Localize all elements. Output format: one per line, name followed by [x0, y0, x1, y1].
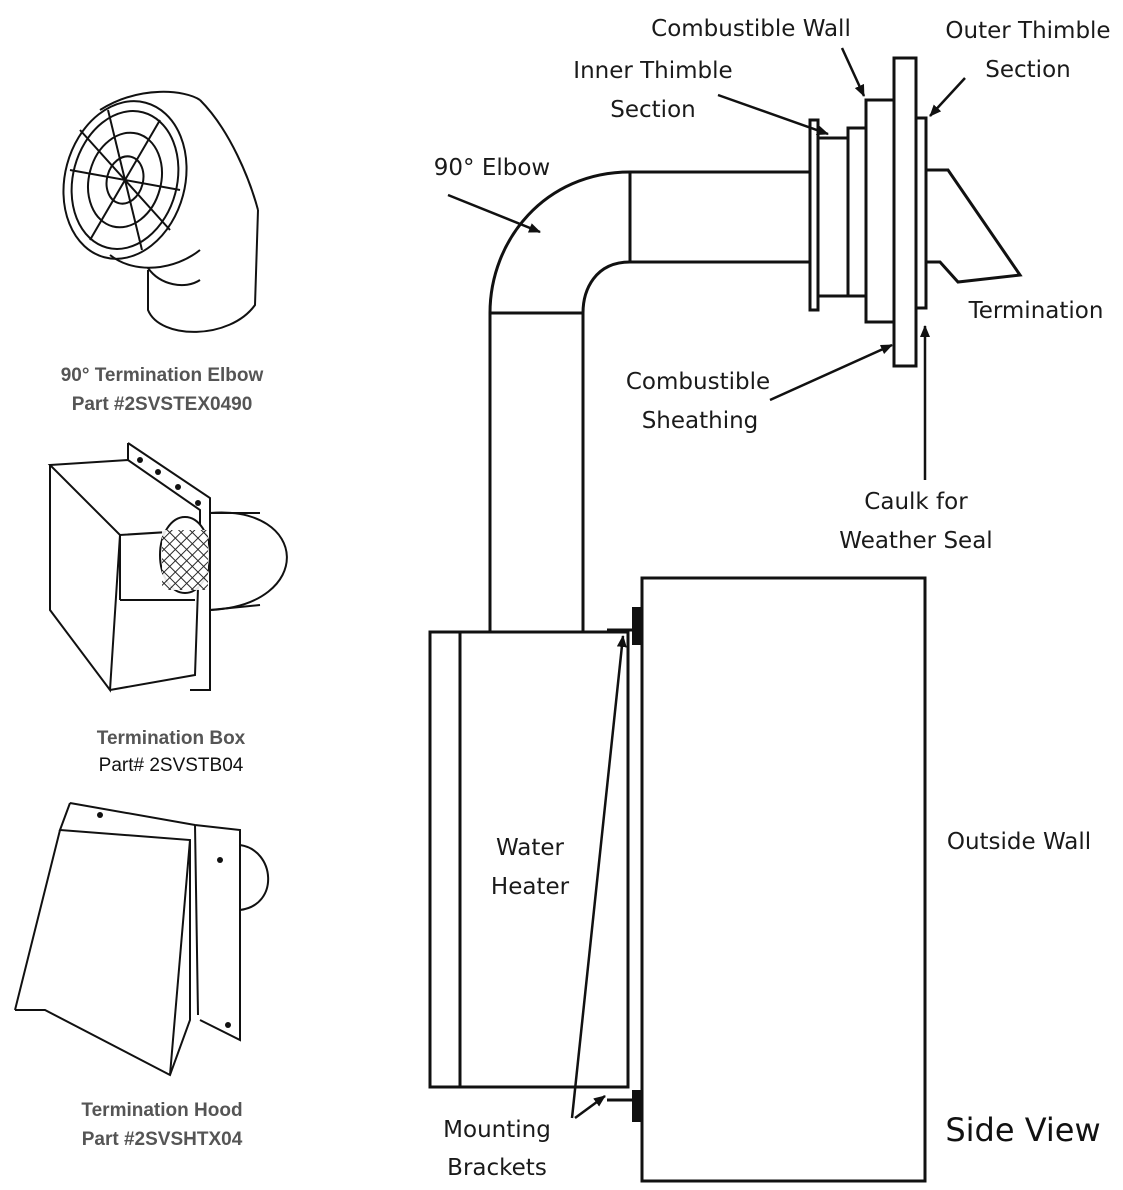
label-sheathing-line1: Combustible [626, 369, 770, 395]
label-water-heater-line2: Heater [491, 874, 570, 900]
label-caulk-line1: Caulk for [864, 489, 968, 515]
box-product-part: Part# 2SVSTB04 [99, 755, 244, 776]
label-outer-thimble-line2: Section [985, 57, 1070, 83]
box-product-name: Termination Box [97, 728, 246, 749]
label-brackets-line1: Mounting [443, 1117, 551, 1143]
label-outer-thimble-line1: Outer Thimble [945, 18, 1110, 44]
ninety-elbow [488, 170, 631, 314]
label-sheathing-line2: Sheathing [642, 408, 759, 434]
label-inner-thimble-line2: Section [610, 97, 695, 123]
termination-box-illustration [47, 442, 288, 693]
hood-product-part: Part #2SVSHTX04 [82, 1129, 243, 1150]
hood-product-name: Termination Hood [81, 1100, 242, 1121]
outside-wall [640, 576, 927, 1183]
inner-thimble-section [816, 136, 850, 298]
termination-elbow-illustration [62, 90, 259, 333]
label-ninety-elbow: 90° Elbow [434, 155, 550, 181]
label-inner-thimble-line1: Inner Thimble [573, 58, 732, 84]
label-caulk-line2: Weather Seal [839, 528, 992, 554]
combustible-sheathing [892, 56, 918, 368]
termination-hood-illustration [14, 802, 270, 1077]
label-water-heater-line1: Water [496, 835, 565, 861]
wall-bracket-lower [632, 1090, 642, 1122]
termination-cap [926, 168, 1023, 284]
outer-thimble-section [914, 116, 928, 310]
label-brackets-line2: Brackets [447, 1155, 547, 1181]
wall-bracket-upper [632, 607, 642, 645]
label-termination: Termination [968, 298, 1104, 324]
label-combustible-wall: Combustible Wall [651, 16, 851, 42]
water-heater [428, 630, 630, 1089]
elbow-product-part: Part #2SVSTEX0490 [72, 394, 253, 415]
label-outside-wall: Outside Wall [947, 829, 1091, 855]
callout-arrows [447, 47, 966, 1120]
elbow-product-name: 90° Termination Elbow [61, 365, 264, 386]
view-title: Side View [945, 1111, 1100, 1149]
combustible-wall [864, 98, 896, 324]
